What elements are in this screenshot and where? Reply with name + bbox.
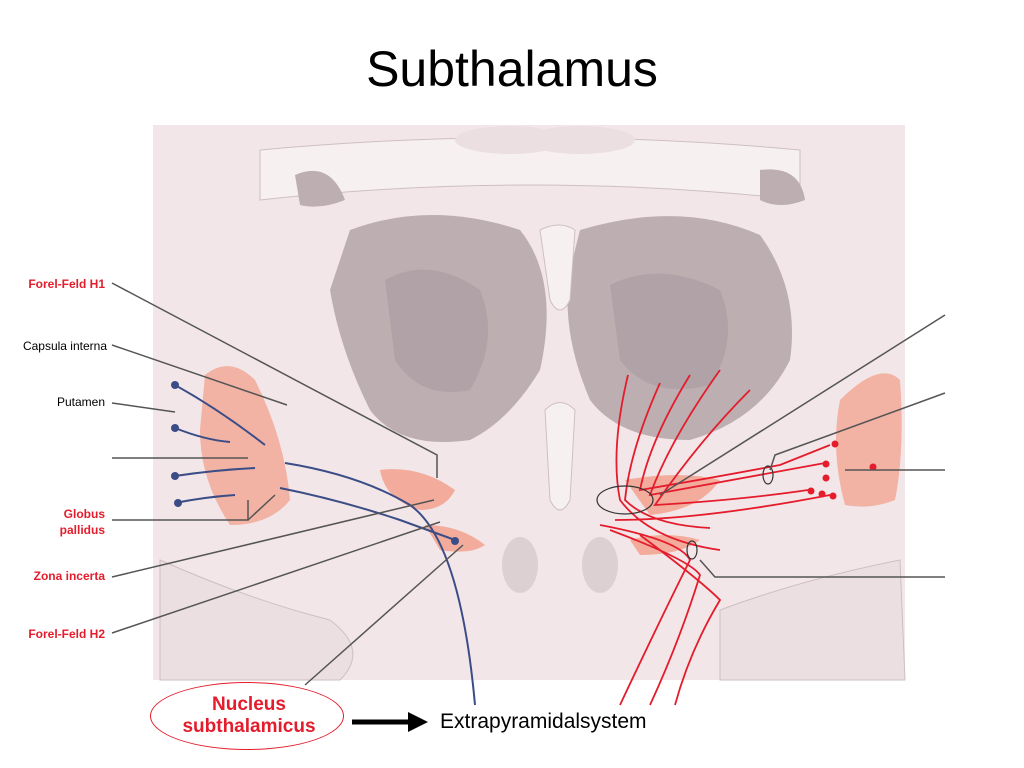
ventricle-lower <box>544 402 576 511</box>
label-globus-pallidus-line2: pallidus <box>59 523 105 537</box>
red-pathways <box>599 369 831 706</box>
third-ventricle <box>539 224 576 311</box>
nucleus-subthalamicus-label: Nucleus subthalamicus <box>152 694 346 738</box>
nucleus-callout-ellipse <box>150 682 344 750</box>
label-zona-incerta: Zona incerta <box>33 569 105 583</box>
subthalamic-nucleus-right <box>625 475 720 515</box>
label-globus-pallidus-line1: Globus <box>63 507 105 521</box>
extrapyramidal-label: Extrapyramidalsystem <box>440 710 647 733</box>
thalamus-left-inner <box>385 269 488 392</box>
putamen-left <box>200 366 290 525</box>
label-forel-feld-h1: Forel-Feld H1 <box>28 277 105 291</box>
fiber-loop-lower <box>686 540 698 560</box>
mammillary-left <box>502 537 538 593</box>
caudate-left <box>295 170 345 207</box>
leader-lines <box>111 282 946 686</box>
fornix-right <box>525 126 635 154</box>
label-capsula-interna: Capsula interna <box>22 339 107 353</box>
fiber-loop-upper <box>762 465 774 485</box>
subthalamic-nucleus-left <box>380 469 455 510</box>
forel-field-outline <box>596 485 654 515</box>
putamen-right <box>836 373 902 507</box>
red-pathway-nodes <box>807 440 877 500</box>
page-title: Subthalamus <box>366 41 658 97</box>
thalamus-right-inner <box>610 273 728 390</box>
nucleus-label-line1: Nucleus <box>212 694 286 715</box>
blue-pathways <box>174 384 476 706</box>
mammillary-right <box>582 537 618 593</box>
arrow-right <box>352 712 428 732</box>
blue-pathway-nodes <box>171 381 459 545</box>
label-putamen: Putamen <box>56 395 105 409</box>
label-forel-feld-h2: Forel-Feld H2 <box>28 627 105 641</box>
hippocampus-left <box>159 559 354 681</box>
nucleus-label-line2: subthalamicus <box>182 716 316 737</box>
caudate-right <box>760 169 805 205</box>
